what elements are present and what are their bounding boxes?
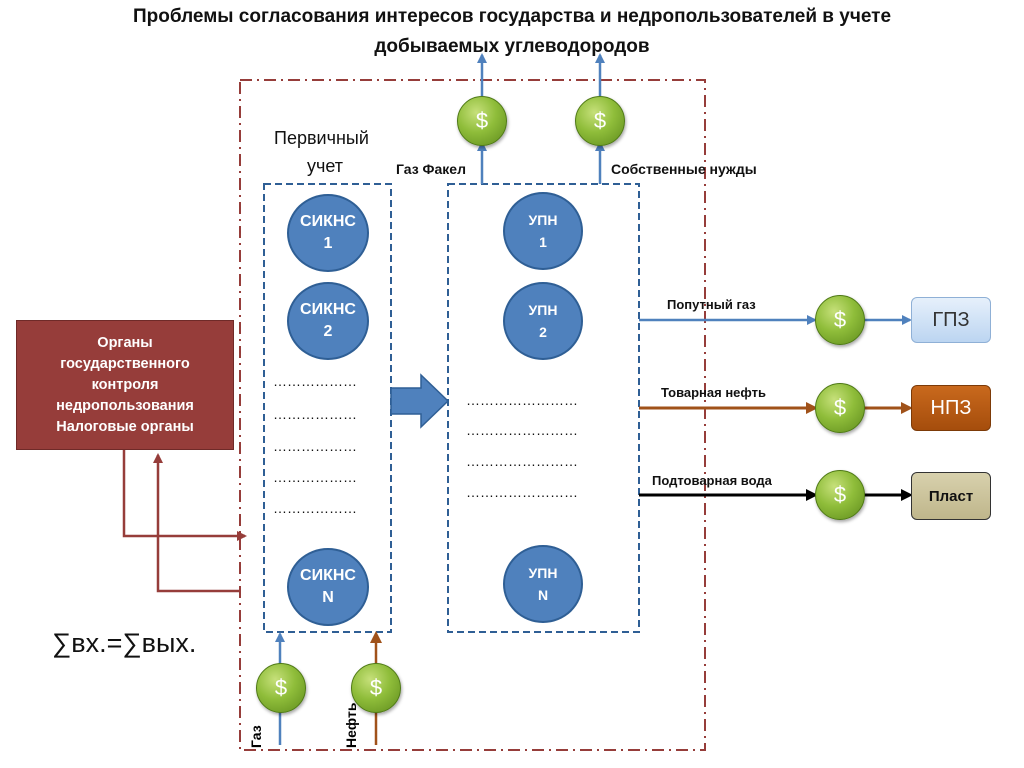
upn-1-name: УПН bbox=[528, 212, 558, 228]
upn-ellipsis-3: …………………… bbox=[466, 453, 578, 469]
plast-destination: Пласт bbox=[911, 472, 991, 520]
organs-line-4: недропользования bbox=[56, 397, 194, 414]
upn-ellipsis-4: …………………… bbox=[466, 484, 578, 500]
associated-gas-label: Попутный газ bbox=[667, 297, 756, 312]
sikns-1-name: СИКНС bbox=[300, 213, 356, 230]
primary-accounting-label-1: Первичный bbox=[274, 128, 369, 148]
upn-ellipsis-1: …………………… bbox=[466, 392, 578, 408]
upn-n-node: УПН N bbox=[503, 545, 583, 623]
transfer-arrow bbox=[390, 373, 450, 429]
organs-line-1: Органы bbox=[97, 334, 153, 351]
sikns-1-node: СИКНС 1 bbox=[287, 194, 369, 272]
gas-input-label: Газ bbox=[248, 725, 264, 748]
upn-2-num: 2 bbox=[539, 324, 547, 340]
control-flow-out bbox=[122, 450, 247, 541]
upn-ellipsis-2: …………………… bbox=[466, 422, 578, 438]
gpz-destination: ГПЗ bbox=[911, 297, 991, 343]
diagram-title-line2: добываемых углеводородов bbox=[374, 36, 650, 57]
gas-input-meter-dollar-icon: $ bbox=[256, 663, 306, 713]
organs-line-5: Налоговые органы bbox=[56, 418, 194, 435]
upn-2-name: УПН bbox=[528, 302, 558, 318]
system-boundary bbox=[239, 79, 706, 751]
organs-line-3: контроля bbox=[91, 376, 159, 393]
sikns-1-num: 1 bbox=[323, 235, 333, 252]
state-control-organs-box: Органы государственного контроля недропо… bbox=[16, 320, 234, 450]
flare-meter-dollar-icon: $ bbox=[457, 96, 507, 146]
upn-1-num: 1 bbox=[539, 234, 547, 250]
sikns-n-name: СИКНС bbox=[300, 567, 356, 584]
balance-formula: ∑вх.=∑вых. bbox=[52, 628, 197, 658]
commercial-oil-label: Товарная нефть bbox=[661, 385, 766, 400]
control-flow-in bbox=[153, 453, 240, 593]
upn-2-node: УПН 2 bbox=[503, 282, 583, 360]
oil-output-meter-dollar-icon: $ bbox=[815, 383, 865, 433]
npz-destination: НПЗ bbox=[911, 385, 991, 431]
primary-accounting-label-2: учет bbox=[307, 156, 344, 176]
sikns-2-node: СИКНС 2 bbox=[287, 282, 369, 360]
upn-n-name: УПН bbox=[528, 565, 558, 581]
sikns-ellipsis-4: ……………… bbox=[273, 469, 357, 485]
sikns-n-node: СИКНС N bbox=[287, 548, 369, 626]
sikns-ellipsis-2: ……………… bbox=[273, 406, 357, 422]
sikns-ellipsis-3: ……………… bbox=[273, 438, 357, 454]
own-needs-meter-dollar-icon: $ bbox=[575, 96, 625, 146]
produced-water-label: Подтоварная вода bbox=[652, 473, 772, 488]
water-output-meter-dollar-icon: $ bbox=[815, 470, 865, 520]
diagram-title-line1: Проблемы согласования интересов государс… bbox=[132, 6, 892, 27]
upn-n-num: N bbox=[537, 587, 549, 603]
sikns-2-num: 2 bbox=[323, 323, 333, 340]
own-needs-label: Собственные нужды bbox=[611, 161, 757, 177]
sikns-2-name: СИКНС bbox=[300, 301, 356, 318]
upn-1-node: УПН 1 bbox=[503, 192, 583, 270]
gas-output-meter-dollar-icon: $ bbox=[815, 295, 865, 345]
sikns-ellipsis-5: ……………… bbox=[273, 500, 357, 516]
oil-input-label: Нефть bbox=[343, 702, 359, 748]
sikns-ellipsis-1: ……………… bbox=[273, 373, 357, 389]
oil-input-meter-dollar-icon: $ bbox=[351, 663, 401, 713]
sikns-n-num: N bbox=[322, 589, 334, 606]
primary-accounting-box bbox=[263, 183, 392, 633]
gas-flare-label: Газ Факел bbox=[396, 161, 466, 177]
organs-line-2: государственного bbox=[60, 355, 190, 372]
